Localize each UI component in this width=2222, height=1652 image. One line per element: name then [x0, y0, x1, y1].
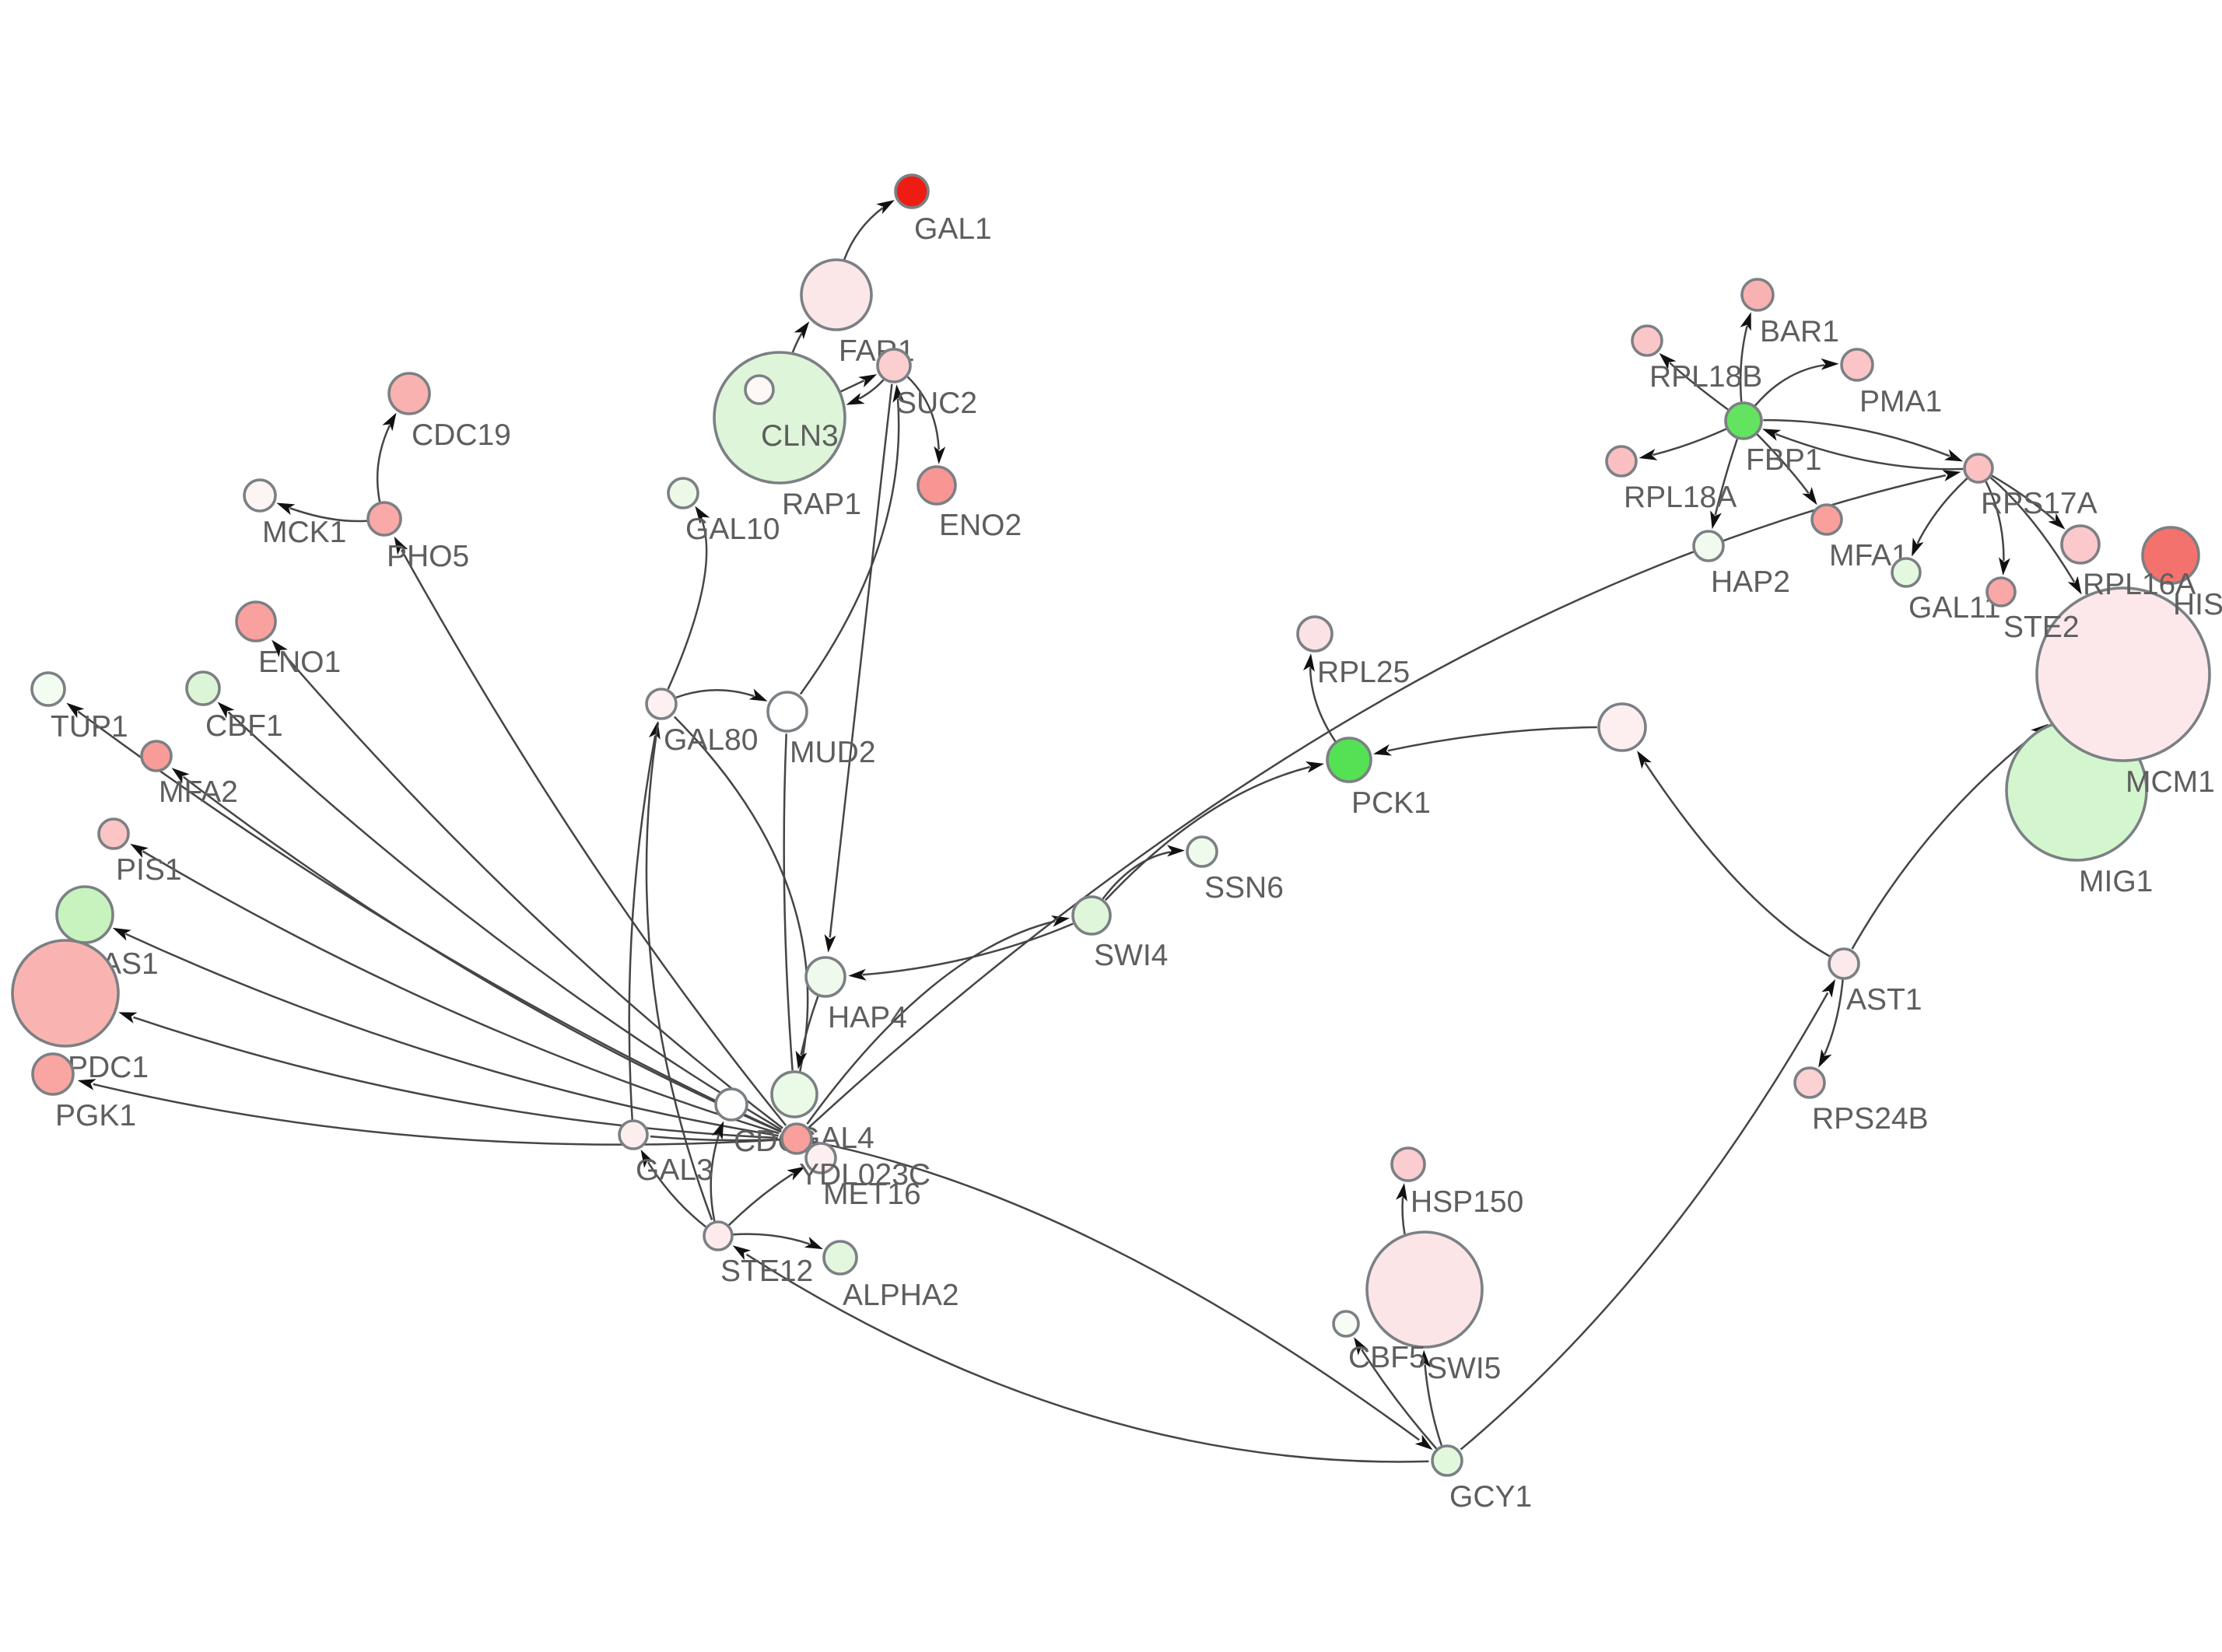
svg-text:PCK1: PCK1 [1351, 786, 1431, 820]
svg-text:RPL18A: RPL18A [1624, 481, 1737, 514]
svg-text:RPL25: RPL25 [1317, 656, 1410, 689]
svg-text:MIG1: MIG1 [2079, 865, 2153, 898]
svg-text:CLN3: CLN3 [761, 419, 839, 453]
svg-text:RAP1: RAP1 [782, 488, 861, 521]
svg-text:GAL3: GAL3 [636, 1153, 713, 1187]
svg-text:MFA2: MFA2 [159, 775, 238, 809]
svg-text:RPL18B: RPL18B [1649, 360, 1762, 394]
svg-text:PDC1: PDC1 [68, 1051, 149, 1084]
svg-text:GAL10: GAL10 [685, 513, 780, 546]
svg-text:RPL16A: RPL16A [2083, 568, 2196, 601]
svg-text:PMA1: PMA1 [1859, 385, 1942, 418]
svg-text:SWI5: SWI5 [1427, 1352, 1501, 1385]
svg-text:SSN6: SSN6 [1204, 871, 1284, 905]
svg-text:MUD2: MUD2 [790, 736, 876, 769]
svg-text:BAR1: BAR1 [1760, 315, 1839, 348]
svg-text:ENO1: ENO1 [258, 646, 341, 679]
svg-text:HSP150: HSP150 [1411, 1185, 1523, 1219]
svg-text:TUP1: TUP1 [51, 710, 128, 744]
svg-text:GAL11: GAL11 [1908, 591, 2001, 625]
svg-text:PIS1: PIS1 [116, 853, 182, 887]
svg-text:PHO5: PHO5 [387, 540, 469, 573]
svg-text:AST1: AST1 [1846, 983, 1922, 1017]
svg-text:RPS24B: RPS24B [1812, 1102, 1929, 1136]
svg-text:YDL023C: YDL023C [799, 1158, 931, 1192]
svg-text:HAP2: HAP2 [1711, 565, 1790, 599]
svg-text:STE12: STE12 [720, 1255, 813, 1288]
svg-text:MCK1: MCK1 [262, 516, 346, 549]
svg-text:MET16: MET16 [823, 1178, 921, 1211]
svg-text:GCY1: GCY1 [1449, 1480, 1532, 1514]
svg-text:SUC2: SUC2 [896, 387, 977, 420]
svg-text:CDC19: CDC19 [412, 418, 511, 452]
svg-text:HAP4: HAP4 [828, 1001, 907, 1034]
svg-text:RPS17A: RPS17A [1981, 487, 2098, 520]
svg-text:HIS4: HIS4 [2173, 588, 2222, 621]
svg-text:SWI4: SWI4 [1094, 939, 1168, 972]
svg-text:GAL1: GAL1 [914, 212, 992, 246]
svg-text:CBF5: CBF5 [1348, 1341, 1426, 1374]
svg-text:STE2: STE2 [2003, 611, 2080, 644]
svg-text:FBP1: FBP1 [1746, 443, 1822, 477]
svg-text:ENO2: ENO2 [939, 509, 1022, 542]
svg-text:PGK1: PGK1 [55, 1099, 136, 1132]
svg-text:MCM1: MCM1 [2126, 765, 2215, 799]
svg-text:CBF1: CBF1 [205, 709, 283, 743]
svg-text:ALPHA2: ALPHA2 [843, 1279, 959, 1312]
svg-text:GAL80: GAL80 [664, 723, 758, 757]
